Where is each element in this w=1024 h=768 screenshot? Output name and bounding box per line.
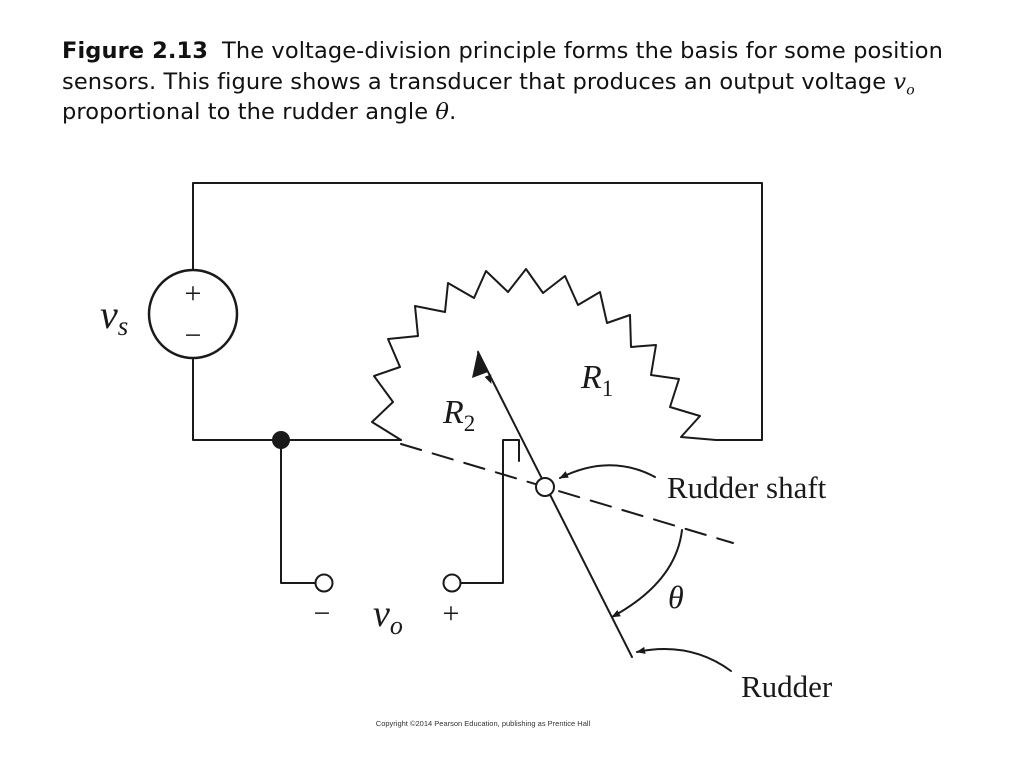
output-terminal-plus (442, 573, 462, 593)
caption-theta-symbol: θ (435, 99, 450, 125)
wire-output-minus (280, 439, 317, 584)
voltage-source-circle (147, 268, 239, 360)
caption-text-2: proportional to the rudder angle (62, 99, 436, 125)
figure-label: Figure 2.13 (62, 38, 209, 64)
wiper-arrowhead-icon (472, 350, 488, 378)
output-plus-sign: + (443, 597, 460, 630)
rudder-label: Rudder (741, 669, 833, 704)
rudder-shaft-pointer (559, 464, 656, 479)
wire-top-loop (192, 182, 763, 441)
source-plus-sign: + (185, 277, 202, 310)
theta-arc-arrow (611, 529, 683, 618)
output-minus-sign: − (314, 597, 331, 630)
output-terminal-minus (314, 573, 334, 593)
rudder-shaft-label: Rudder shaft (667, 470, 827, 505)
theta-label: θ (668, 579, 684, 615)
r1-label: R1 (580, 359, 613, 401)
source-label: vs (100, 292, 128, 341)
wire-output-plus (459, 439, 520, 584)
caption-text-1: The voltage-division principle forms the… (62, 38, 943, 95)
output-voltage-label: vo (373, 593, 403, 640)
rudder-wiper (477, 351, 633, 658)
reference-dashed-line (400, 443, 734, 544)
junction-node (272, 431, 290, 449)
wire-left-bottom (192, 356, 402, 441)
r2-label: R2 (442, 394, 475, 436)
copyright-notice: Copyright ©2014 Pearson Education, publi… (375, 719, 591, 728)
source-minus-sign: − (185, 319, 202, 352)
rudder-shaft-pivot (535, 477, 555, 497)
caption-vo-symbol: vo (893, 68, 915, 98)
rudder-pointer (636, 646, 732, 672)
resistor-zigzag (371, 268, 717, 441)
caption-text-end: . (449, 99, 457, 125)
